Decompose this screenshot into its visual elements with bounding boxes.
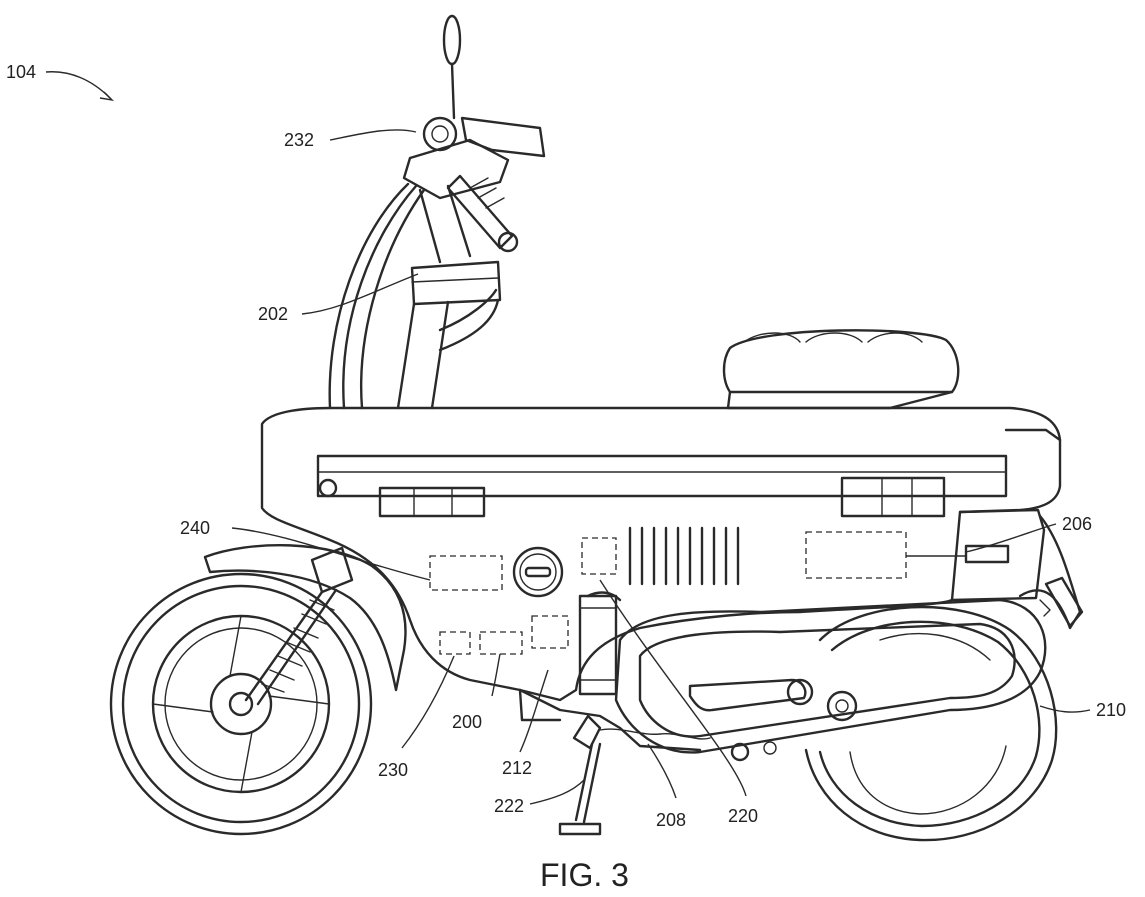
label-210: 210 (1096, 700, 1126, 720)
rear-wheel (806, 607, 1056, 840)
label-222: 222 (494, 796, 524, 816)
reference-numerals: 104 232 202 240 206 210 230 200 212 222 … (6, 62, 1126, 830)
label-104: 104 (6, 62, 36, 82)
label-220: 220 (728, 806, 758, 826)
cables (330, 184, 424, 408)
charge-cap (514, 548, 562, 596)
front-wheel (111, 574, 371, 834)
label-202: 202 (258, 304, 288, 324)
label-206: 206 (1062, 514, 1092, 534)
label-208: 208 (656, 810, 686, 830)
main-body (262, 408, 1060, 700)
label-200: 200 (452, 712, 482, 732)
figure-caption: FIG. 3 (540, 857, 629, 893)
label-232: 232 (284, 130, 314, 150)
steering-column (398, 140, 508, 408)
kickstand (560, 716, 600, 834)
underside-frame (520, 593, 776, 760)
label-212: 212 (502, 758, 532, 778)
seat (724, 330, 958, 408)
vent-grille (630, 528, 738, 584)
control-unit-232 (424, 118, 544, 156)
drive-housing (616, 600, 1045, 752)
label-240: 240 (180, 518, 210, 538)
mirror (444, 16, 460, 118)
hidden-components (430, 532, 1008, 654)
label-230: 230 (378, 760, 408, 780)
